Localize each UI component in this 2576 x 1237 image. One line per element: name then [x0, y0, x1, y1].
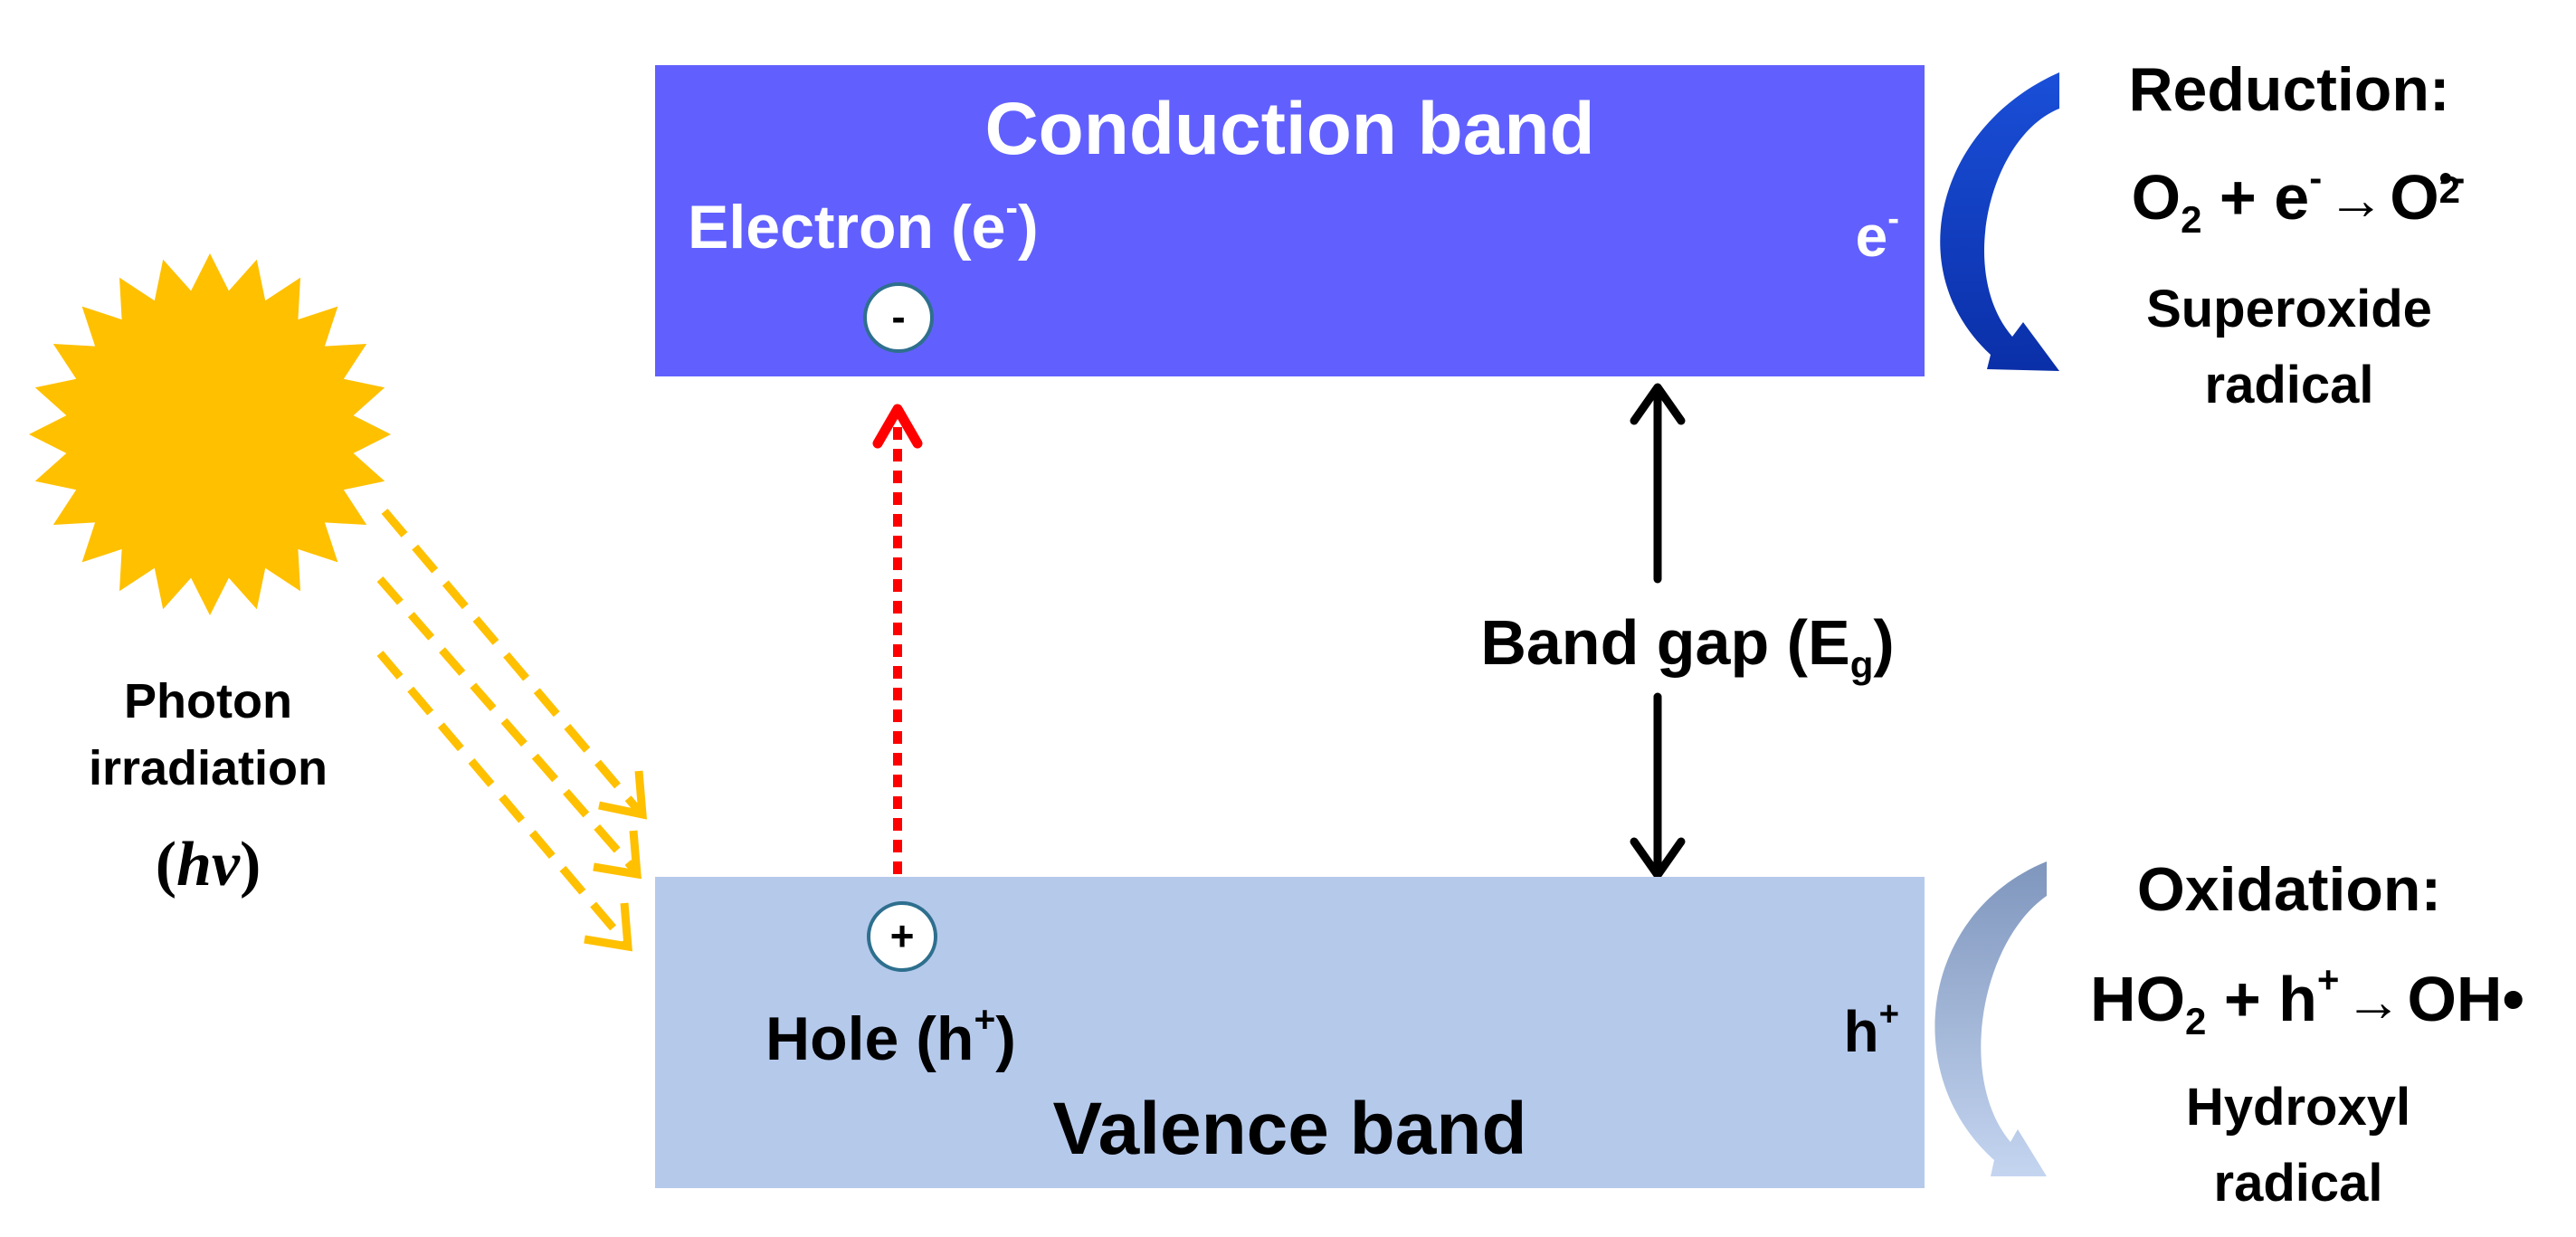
edge-hole-symbol: h — [1843, 999, 1879, 1064]
electron-label-text: Electron (e — [688, 193, 1006, 262]
oxidation-reactant: HO — [2090, 964, 2186, 1034]
hole-label: Hole (h+) — [765, 1001, 1016, 1074]
reduction-product-formula: O — [2390, 162, 2439, 233]
electron-charge-icon: - — [863, 282, 934, 353]
reduction-arrow — [1940, 72, 2059, 371]
photon-arrow-3 — [376, 651, 628, 944]
reduction-title: Reduction: — [2128, 55, 2450, 124]
excitation-arrow — [872, 404, 923, 874]
conduction-band: Conduction band Electron (e-) e- — [655, 65, 1925, 376]
photon-symbol-open: ( — [155, 830, 176, 899]
edge-hole-charge: + — [1878, 994, 1899, 1034]
reduction-product-line-1: Superoxide — [2146, 280, 2432, 338]
band-gap-subscript: g — [1849, 642, 1874, 686]
hole-charge-icon: + — [867, 901, 937, 972]
oxidation-title: Oxidation: — [2136, 855, 2442, 924]
oxidation-reactant-sub: 2 — [2185, 999, 2207, 1042]
photon-arrowhead-2 — [593, 830, 642, 880]
photon-arrowhead-3 — [584, 902, 632, 952]
photon-symbol-close: ) — [240, 830, 261, 899]
conduction-edge-electron: e- — [1855, 202, 1899, 270]
electron-label-close: ) — [1018, 193, 1039, 262]
band-gap-close: ) — [1873, 607, 1895, 678]
reduction-plus-electron: + e — [2201, 162, 2310, 233]
reduction-electron-charge: - — [2309, 156, 2323, 199]
oxidation-product-line-1: Hydroxyl — [2185, 1078, 2411, 1137]
oxidation-eq-arrow: → — [2344, 970, 2402, 1033]
oxidation-arrow — [1934, 861, 2047, 1176]
hole-label-text: Hole (h — [765, 1004, 974, 1073]
oxidation-product: Hydroxyl radical — [2027, 1070, 2570, 1222]
reduction-product-sup: •- — [2438, 156, 2466, 199]
photon-symbol: (hv) — [72, 829, 344, 901]
photon-label-line-2: irradiation — [88, 741, 328, 795]
edge-electron-symbol: e — [1855, 204, 1888, 269]
reduction-product-line-2: radical — [2204, 356, 2374, 414]
oxidation-product-line-2: radical — [2213, 1154, 2383, 1213]
electron-label-charge: - — [1005, 186, 1019, 229]
reduction-equation: O2 + e-→O•-2 — [2131, 156, 2466, 241]
reduction-reactant-sub: 2 — [2181, 197, 2202, 241]
valence-band: Hole (h+) h+ Valence band — [655, 877, 1925, 1188]
reduction-eq-arrow: → — [2327, 168, 2385, 232]
band-gap-text: Band gap (E — [1480, 607, 1850, 678]
photon-arrows — [376, 509, 647, 952]
conduction-band-title: Conduction band — [984, 88, 1595, 170]
hole-label-close: ) — [995, 1004, 1016, 1073]
photon-arrowhead-1 — [598, 770, 647, 820]
oxidation-equation: HO2 + h+→OH• — [2027, 960, 2576, 1040]
photon-arrow-1 — [381, 509, 642, 813]
band-gap-arrow — [1630, 383, 1686, 880]
valence-edge-hole: h+ — [1843, 997, 1899, 1065]
photon-label: Photon irradiation — [54, 668, 362, 802]
hole-label-charge: + — [974, 998, 996, 1041]
oxidation-hole-charge: + — [2316, 957, 2340, 1001]
edge-electron-charge: - — [1887, 199, 1899, 239]
oxidation-product-formula: OH• — [2407, 964, 2524, 1034]
oxidation-plus-hole: + h — [2206, 964, 2317, 1034]
valence-band-title: Valence band — [1052, 1088, 1527, 1170]
sun-icon — [29, 253, 391, 615]
reduction-reactant: O — [2131, 162, 2182, 233]
photon-symbol-hv: hv — [176, 830, 240, 899]
band-gap-label: Band gap (Eg) — [1448, 606, 1927, 683]
photon-label-line-1: Photon — [124, 674, 292, 728]
reduction-product: Superoxide radical — [2018, 271, 2561, 423]
photon-arrow-2 — [376, 576, 637, 871]
electron-label: Electron (e-) — [688, 189, 1039, 262]
